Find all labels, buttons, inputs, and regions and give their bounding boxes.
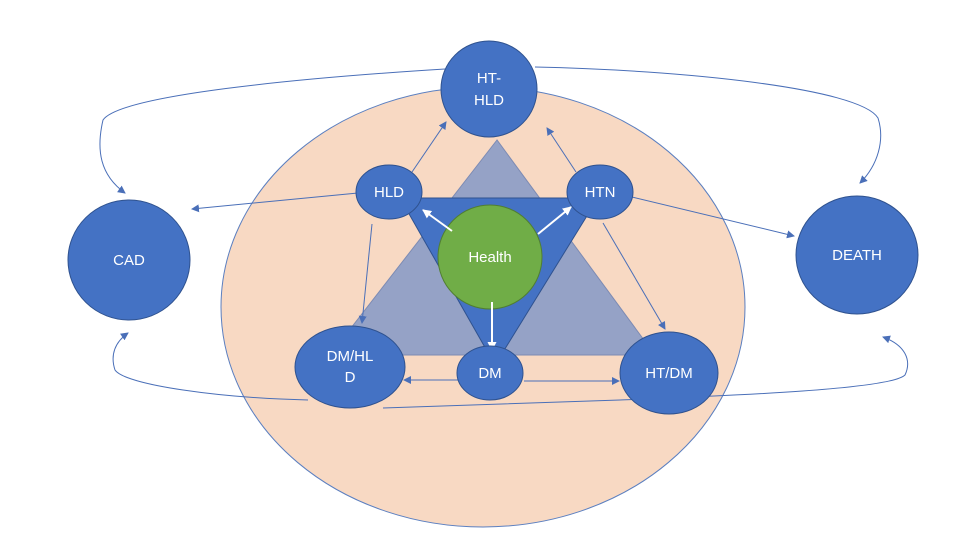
node-ht-dm-label: HT/DM [645,365,693,382]
edge-health-to-htn [537,206,572,235]
node-ht-hld-label-2: HLD [474,92,504,109]
node-death-label: DEATH [832,247,882,264]
edge-hld-to-dmhld [358,223,373,324]
node-hld[interactable]: HLD [355,164,423,220]
node-dm[interactable]: DM [456,345,524,401]
node-hld-label: HLD [374,184,404,201]
node-cad-label: CAD [113,252,145,269]
edge-health-to-hld [422,209,453,232]
edge-htn-to-hthld [546,127,577,173]
edge-hld-to-hthld [411,121,447,173]
edge-dmhld-to-cad [112,332,309,401]
node-death[interactable]: DEATH [795,195,919,315]
edge-htn-to-death [631,196,795,239]
node-dm-hld[interactable]: DM/HL D [294,325,406,409]
node-ht-hld[interactable]: HT- HLD [440,40,538,138]
node-dm-label: DM [478,365,501,382]
edge-htn-to-htdm [602,222,666,330]
node-htn[interactable]: HTN [566,164,634,220]
node-ht-dm[interactable]: HT/DM [619,331,719,415]
edge-hthld-to-cad [99,68,446,194]
node-cad[interactable]: CAD [67,199,191,321]
node-health[interactable]: Health [437,204,543,310]
node-htn-label: HTN [585,184,616,201]
node-dm-hld-label-1: DM/HL [327,348,374,365]
node-dm-hld-label-2: D [345,369,356,386]
node-ht-hld-label-1: HT- [477,70,501,87]
edge-hld-to-cad [191,192,359,213]
node-health-label: Health [468,249,511,266]
edge-hthld-to-death [534,66,882,184]
